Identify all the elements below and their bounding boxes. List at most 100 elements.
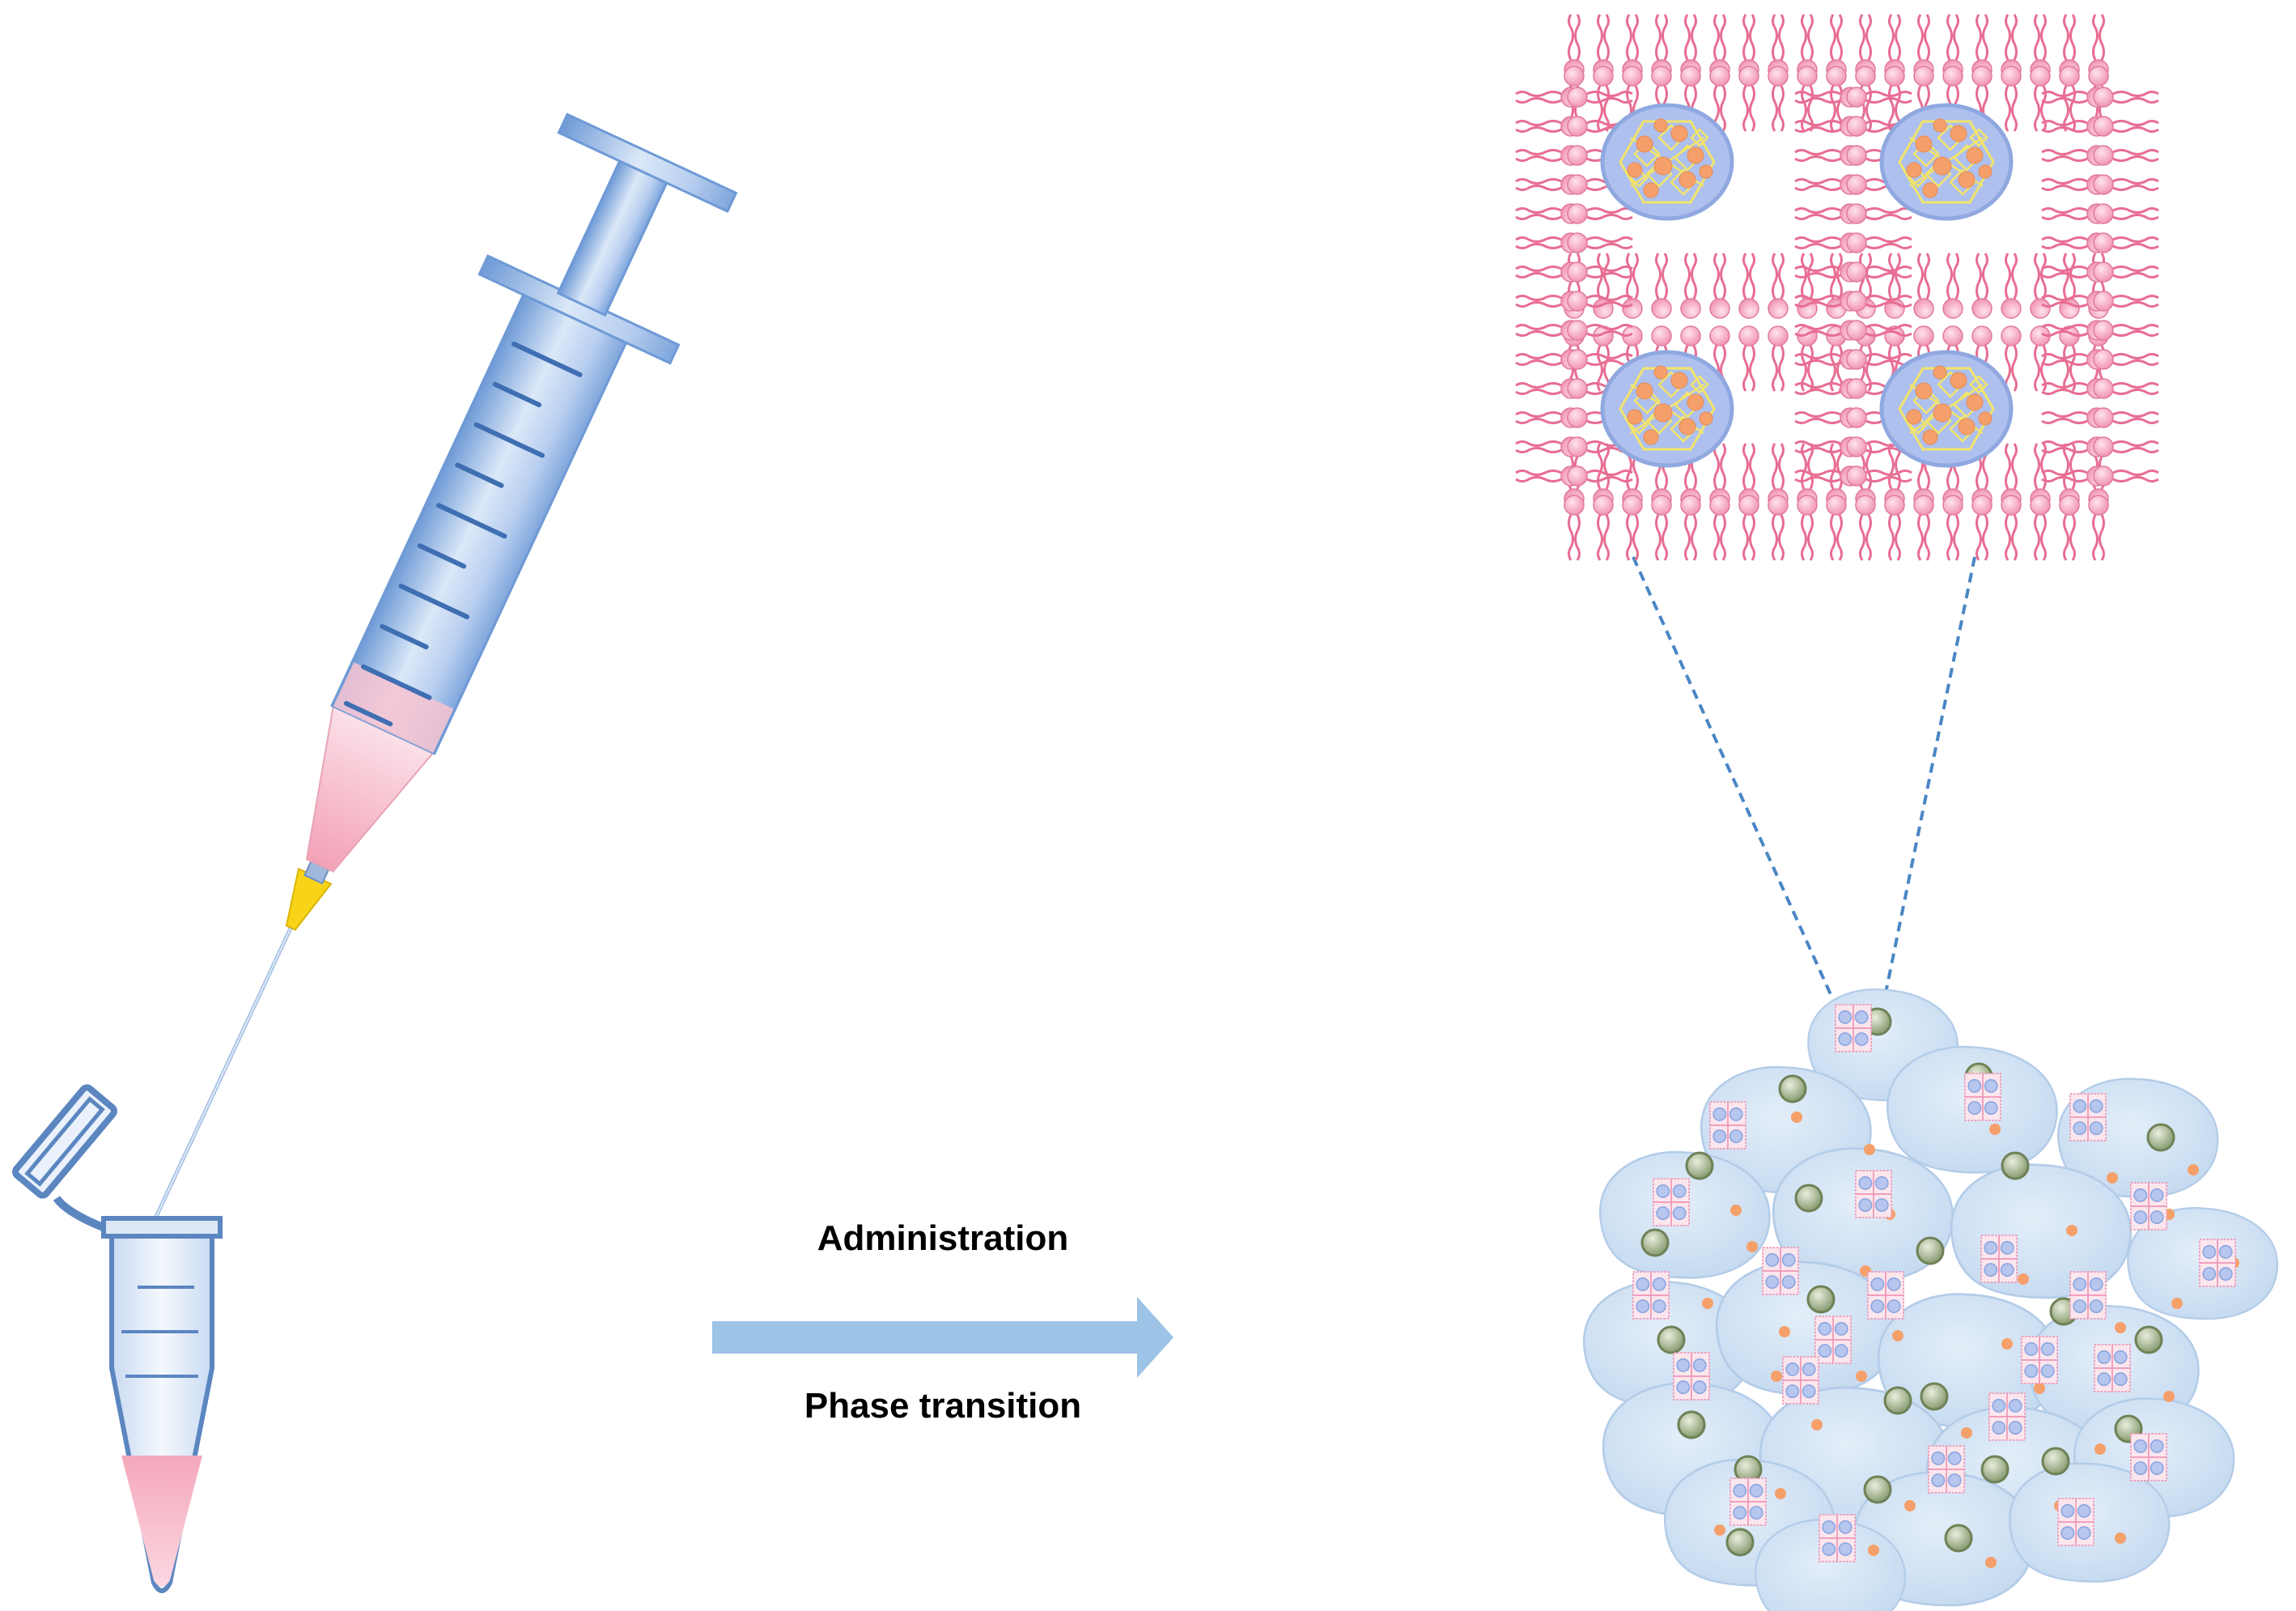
drug-dot	[1904, 1500, 1916, 1511]
syringe	[142, 113, 738, 1244]
drug-dot	[1864, 1144, 1875, 1155]
drug-dot	[2171, 1298, 2183, 1309]
drug-dot	[2018, 1273, 2029, 1285]
lipid	[1883, 252, 1906, 320]
lipid	[1845, 202, 1913, 225]
nanoparticle-patch	[1709, 1101, 1746, 1150]
process-arrow	[712, 1297, 1173, 1378]
microcentrifuge-tube	[12, 1084, 223, 1593]
lipid	[2092, 377, 2160, 400]
nanoparticle-patch	[1632, 1271, 1670, 1320]
drug-dot	[1791, 1112, 1802, 1123]
lipid	[1796, 494, 1819, 562]
nanoparticle-patch	[1653, 1178, 1690, 1226]
cell-nucleus	[1794, 1184, 1823, 1213]
lipid	[1971, 252, 1993, 320]
nanoparticle-core	[1602, 352, 1732, 465]
drug-dot	[1961, 1427, 1972, 1439]
zoom-lines	[1632, 556, 1976, 1053]
drug-dot	[1771, 1371, 1782, 1382]
nanoparticle-core	[1602, 105, 1732, 219]
cell-nucleus	[1920, 1382, 1949, 1411]
cell-nucleus	[1980, 1455, 2010, 1484]
nanoparticle-patch	[1988, 1392, 2026, 1441]
nanoparticle-patch	[1673, 1352, 1710, 1401]
lipid	[1971, 494, 1993, 562]
lipid	[1650, 252, 1673, 320]
drug-dot	[1856, 1371, 1867, 1382]
lipid	[1767, 65, 1789, 133]
drug-dot	[2034, 1383, 2045, 1394]
cell-nucleus	[1640, 1228, 1670, 1257]
drug-dot	[2066, 1225, 2077, 1236]
nanoparticle-core	[1882, 105, 2011, 219]
lipid	[2087, 494, 2110, 562]
nanoparticle-patch	[2130, 1433, 2167, 1481]
drug-dot	[2094, 1443, 2106, 1455]
lipid	[2000, 494, 2022, 562]
nanoparticle-patch	[1855, 1170, 1892, 1218]
lipid	[1621, 252, 1644, 320]
cell-nucleus	[1806, 1285, 1836, 1314]
lipid	[2092, 290, 2160, 312]
drug-dot	[1989, 1124, 2001, 1135]
lipid	[1563, 494, 1585, 562]
nanoparticle-patch	[2069, 1093, 2107, 1141]
lipid	[1942, 494, 1964, 562]
lipid	[1854, 494, 1877, 562]
lipid	[1845, 232, 1913, 254]
lipid	[1679, 252, 1702, 320]
lipid	[2092, 436, 2160, 458]
cell-nucleus	[1863, 1475, 1892, 1504]
lipid	[1912, 252, 1935, 320]
cell-nucleus	[2146, 1123, 2175, 1152]
lipid	[1845, 261, 1913, 283]
lipid	[1592, 252, 1615, 320]
lipid	[2058, 494, 2081, 562]
cell-nucleus	[2041, 1447, 2070, 1476]
label-administration: Administration	[817, 1218, 1069, 1258]
cell-nucleus	[1725, 1528, 1755, 1557]
lipid	[1845, 465, 1913, 487]
lipid	[1825, 494, 1848, 562]
lipid	[2029, 494, 2052, 562]
lipid	[2092, 144, 2160, 167]
lipid-nanoparticle-lattice	[1514, 13, 2160, 562]
lipid	[2029, 252, 2052, 320]
lipid	[2058, 252, 2081, 320]
lipid	[2092, 319, 2160, 342]
lipid	[1767, 325, 1789, 393]
nanoparticle-patch	[1928, 1445, 1965, 1494]
nanoparticle-patch	[1814, 1316, 1852, 1364]
lipid	[1738, 325, 1760, 393]
lipid	[2092, 406, 2160, 429]
drug-dot	[1985, 1557, 1997, 1568]
lipid	[1883, 494, 1906, 562]
label-phase-transition: Phase transition	[804, 1386, 1082, 1426]
lipid	[1679, 494, 1702, 562]
drug-dot	[2163, 1391, 2175, 1402]
lipid	[1592, 494, 1615, 562]
lipid	[1621, 494, 1644, 562]
cell-nucleus	[1657, 1325, 1686, 1354]
nanoparticle-patch	[1819, 1514, 1856, 1562]
cell-nucleus	[1916, 1236, 1945, 1265]
lipid	[2092, 86, 2160, 108]
drug-dot	[1811, 1419, 1823, 1430]
lipid	[1566, 465, 1634, 487]
lipid	[1912, 494, 1935, 562]
lipid	[2092, 465, 2160, 487]
nanoparticle-patch	[2021, 1336, 2058, 1384]
cell-nucleus	[1677, 1410, 1706, 1439]
cell-nucleus	[1685, 1151, 1714, 1180]
drug-dot	[2188, 1164, 2199, 1175]
lipid	[1767, 252, 1789, 320]
nanoparticle-patch	[1980, 1235, 2018, 1283]
lipid	[2000, 65, 2022, 133]
cell-nucleus	[1944, 1524, 1973, 1553]
lipid	[2092, 232, 2160, 254]
nanoparticle-patch	[1762, 1247, 1799, 1295]
lipid	[1796, 252, 1819, 320]
nanoparticle-patch	[1835, 1004, 1872, 1052]
